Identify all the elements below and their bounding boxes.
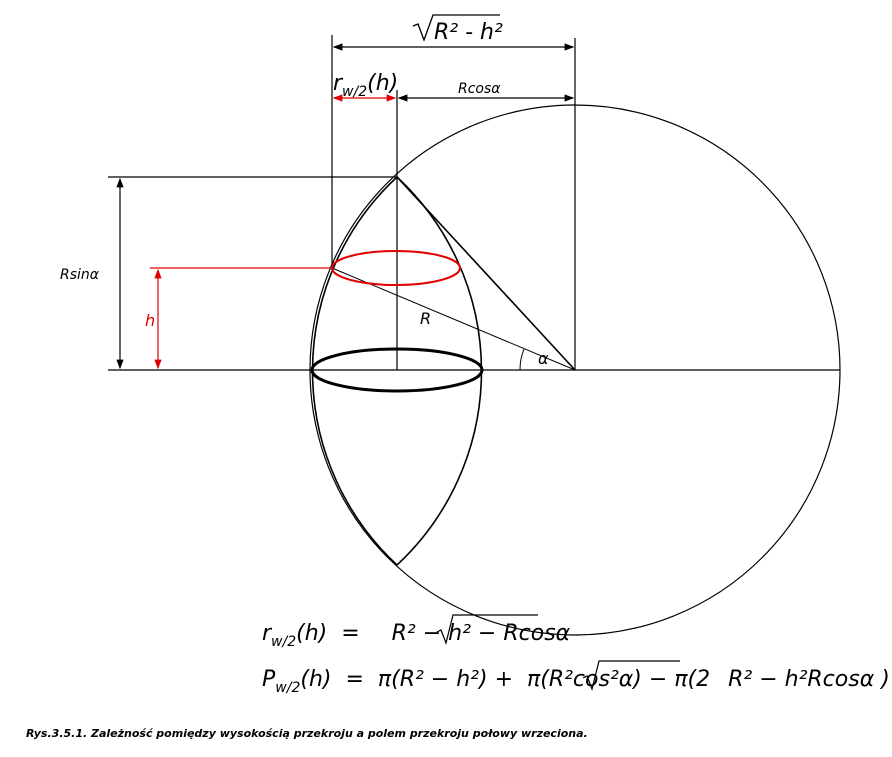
label-sqrt: R² - h² — [434, 20, 503, 45]
label-h: h — [145, 311, 155, 330]
formula-r: rw/2(h) = R² − h² − Rcosα — [262, 621, 571, 650]
label-rsin: Rsinα — [60, 267, 100, 283]
sqrt-sign-formula2 — [582, 660, 680, 691]
section-ellipse-red — [331, 250, 461, 286]
angle-arc — [519, 348, 525, 371]
spindle-left-arc — [311, 176, 398, 566]
sqrt-sign-top — [412, 14, 500, 42]
base-ellipse — [310, 347, 484, 393]
spindle-right-arc — [396, 176, 483, 566]
label-R: R — [420, 309, 431, 328]
figure-caption: Rys.3.5.1. Zależność pomiędzy wysokością… — [26, 727, 588, 740]
label-alpha: α — [538, 349, 549, 368]
label-rw2: rw/2(h) — [333, 71, 398, 100]
radius-R — [331, 267, 576, 371]
sqrt-sign-formula1 — [436, 614, 538, 645]
label-rcos: Rcosα — [458, 81, 501, 97]
apex-radius — [396, 176, 576, 371]
